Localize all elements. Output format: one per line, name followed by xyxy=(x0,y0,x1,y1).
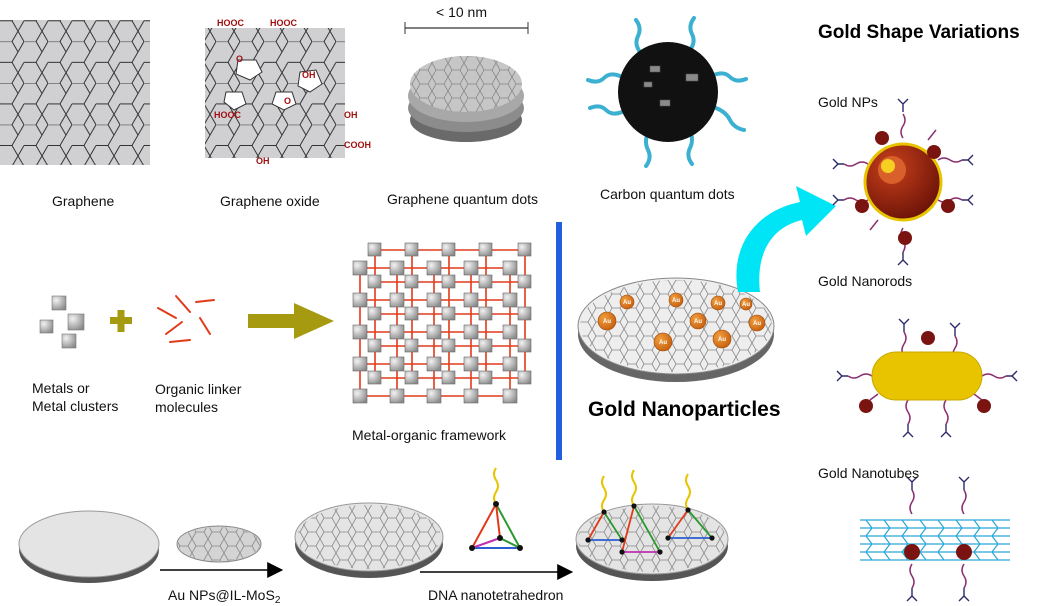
gold-nanoparticles-title: Gold Nanoparticles xyxy=(588,398,781,421)
group-label: O xyxy=(284,96,291,106)
group-label: COOH xyxy=(344,140,371,150)
au-particle xyxy=(597,311,617,331)
au-particle xyxy=(748,314,766,332)
group-label: O xyxy=(236,54,243,64)
group-label: OH xyxy=(344,110,358,120)
au-label: Au xyxy=(753,321,761,327)
gqd-scale-label: < 10 nm xyxy=(436,4,487,20)
step1-label: Au NPs@IL-MoS2 xyxy=(168,587,280,606)
au-label: Au xyxy=(672,298,680,304)
group-label: HOOC xyxy=(217,18,245,28)
dna-tetrahedron xyxy=(469,467,523,551)
graphene-sheet xyxy=(0,20,150,165)
mos2-sheet xyxy=(176,525,262,563)
linker-label: Organic linker molecules xyxy=(155,381,242,415)
au-label: Au xyxy=(659,340,667,346)
metal-clusters xyxy=(39,295,85,349)
graphene-label: Graphene xyxy=(52,193,115,209)
step1-main: Au NPs@IL-MoS xyxy=(168,587,275,603)
variations-title: Gold Shape Variations xyxy=(818,22,1020,43)
cqd-label: Carbon quantum dots xyxy=(600,186,735,202)
au-label: Au xyxy=(718,337,726,343)
carbon-quantum-dot xyxy=(586,16,748,168)
gold-nanotube xyxy=(860,476,1010,602)
blue-divider xyxy=(556,222,562,460)
gold-nanoparticle-disk: Au Au Au Au Au Au Au Au Au xyxy=(577,277,775,382)
organic-linkers xyxy=(157,295,215,343)
graphene-oxide-sheet xyxy=(205,28,345,158)
au-label: Au xyxy=(694,319,702,325)
metal-organic-framework xyxy=(352,242,532,404)
dna-modified-electrode xyxy=(575,469,729,581)
gold-nanorod xyxy=(836,318,1018,438)
au-label: Au xyxy=(603,319,611,325)
group-label: OH xyxy=(302,70,316,80)
au-particle xyxy=(739,297,753,311)
au-particle xyxy=(653,332,673,352)
step2-label: DNA nanotetrahedron xyxy=(428,587,564,603)
graphene-oxide-label: Graphene oxide xyxy=(220,193,320,209)
au-label: Au xyxy=(714,301,722,307)
scale-bar xyxy=(404,22,529,34)
gold-np-functionalized xyxy=(832,98,974,266)
group-label: HOOC xyxy=(214,110,242,120)
functional-groups: HOOC HOOC O OH O HOOC OH COOH OH xyxy=(214,18,371,166)
au-label: Au xyxy=(623,300,631,306)
metals-label: Metals or Metal clusters xyxy=(32,380,119,414)
gqd-label: Graphene quantum dots xyxy=(387,191,538,207)
arrow-right-icon xyxy=(248,303,334,339)
gold-nanotubes-label: Gold Nanotubes xyxy=(818,465,920,481)
bare-electrode xyxy=(18,510,160,583)
step1-subscript: 2 xyxy=(274,595,281,606)
group-label: OH xyxy=(256,156,270,166)
plus-icon xyxy=(110,310,132,332)
gold-nanorods-label: Gold Nanorods xyxy=(818,273,913,289)
au-particle xyxy=(668,292,684,308)
au-label: Au xyxy=(742,302,750,308)
gold-nps-label: Gold NPs xyxy=(818,94,878,110)
mof-label: Metal-organic framework xyxy=(352,427,507,443)
modified-electrode xyxy=(294,502,444,578)
au-particle xyxy=(710,295,726,311)
au-particle xyxy=(619,294,635,310)
curved-arrow-icon xyxy=(736,186,836,292)
au-particle xyxy=(712,329,732,349)
group-label: HOOC xyxy=(270,18,298,28)
graphene-quantum-dot-stack xyxy=(408,56,524,142)
au-particle xyxy=(689,312,707,330)
